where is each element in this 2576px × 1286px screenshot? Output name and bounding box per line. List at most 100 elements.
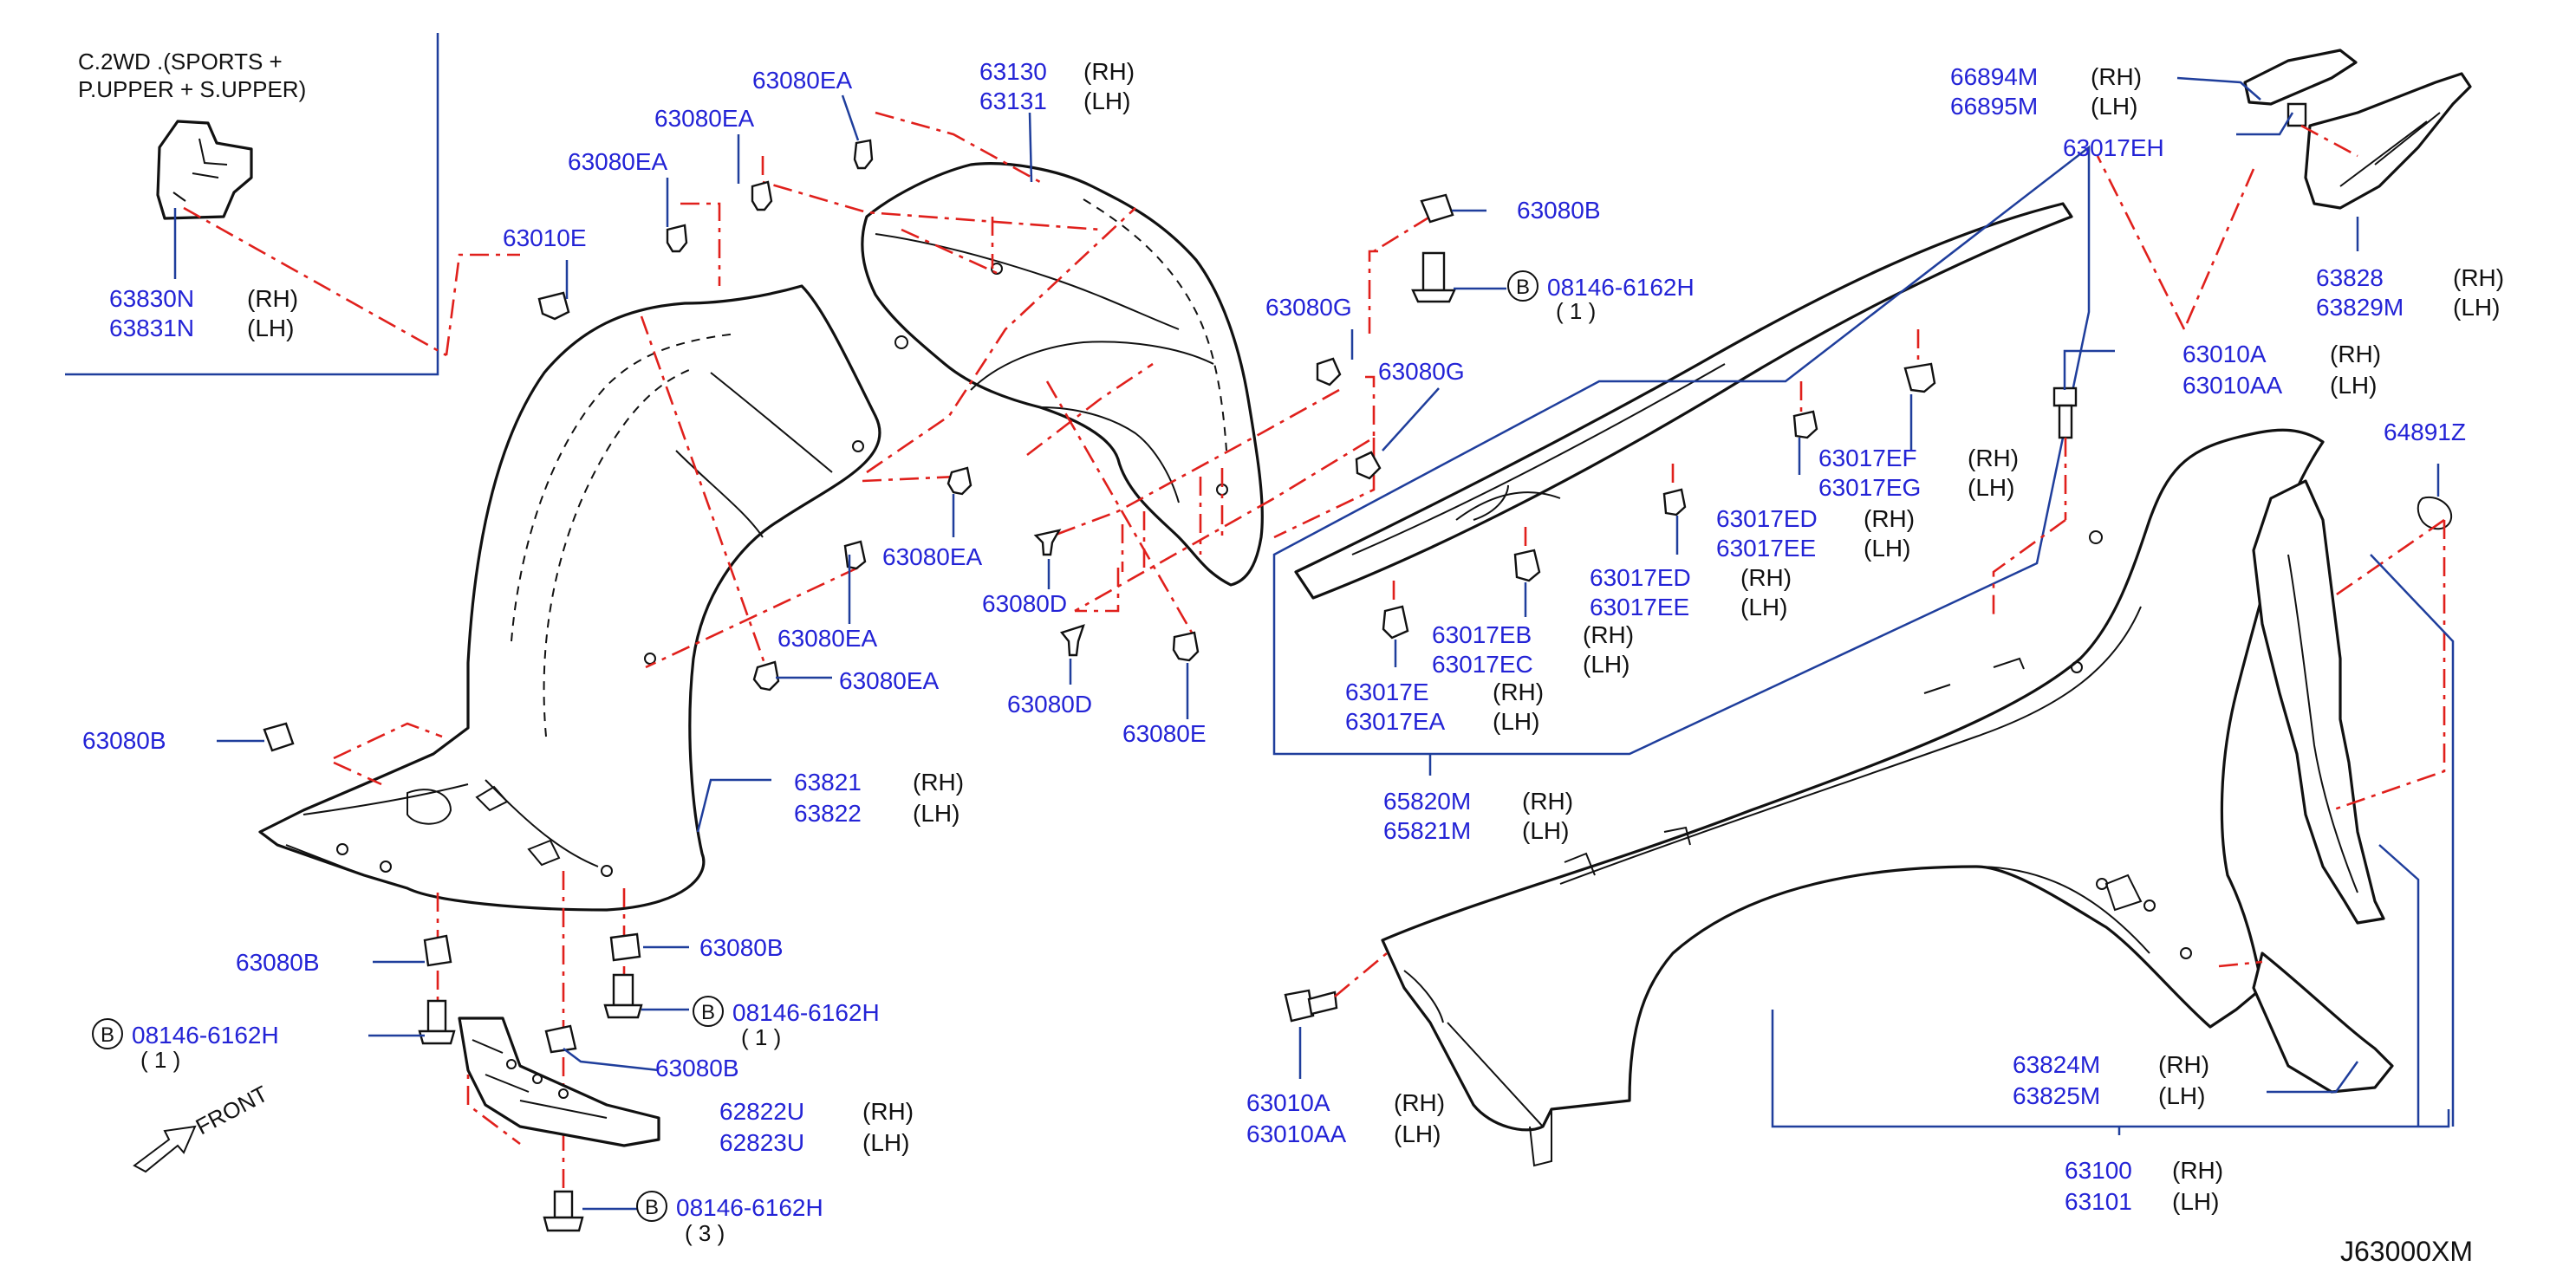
callout-63100[interactable]: 63100 63101 (RH) (LH) bbox=[2065, 1157, 2223, 1215]
part-number[interactable]: 63831N bbox=[109, 315, 194, 341]
callout-63010A-bottom[interactable]: 63010A 63010AA (RH) (LH) bbox=[1246, 1089, 1445, 1147]
part-number[interactable]: 62822U bbox=[719, 1098, 804, 1125]
leader-lines-right bbox=[217, 76, 2455, 1211]
side-label: (LH) bbox=[1493, 708, 1539, 735]
part-number[interactable]: 63080EA bbox=[654, 105, 755, 132]
callout-08146-top[interactable]: B 08146-6162H ( 1 ) bbox=[1507, 270, 1695, 324]
part-number[interactable]: 66894M bbox=[1950, 63, 2038, 90]
part-number[interactable]: 63010E bbox=[503, 224, 587, 251]
part-number[interactable]: 08146-6162H bbox=[1547, 274, 1695, 301]
callout-63824M[interactable]: 63824M 63825M (RH) (LH) bbox=[2013, 1051, 2209, 1109]
callout-08146-left[interactable]: B 08146-6162H ( 1 ) bbox=[92, 1018, 279, 1073]
callout-63130[interactable]: 63130 63131 (RH) (LH) bbox=[979, 58, 1135, 114]
part-number[interactable]: 63017ED bbox=[1590, 564, 1691, 591]
callout-08146-mid[interactable]: B 08146-6162H ( 1 ) bbox=[693, 996, 880, 1050]
nut-clip-icon bbox=[1420, 193, 1454, 224]
part-number[interactable]: 08146-6162H bbox=[132, 1022, 279, 1049]
variant-note: C.2WD .(SPORTS + P.UPPER + S.UPPER) bbox=[65, 33, 520, 376]
badge-letter: B bbox=[1516, 276, 1530, 299]
front-label: FRONT bbox=[192, 1081, 272, 1140]
quantity: ( 1 ) bbox=[1556, 298, 1596, 324]
callout-08146-bottom[interactable]: B 08146-6162H ( 3 ) bbox=[636, 1191, 823, 1246]
part-number[interactable]: 63824M bbox=[2013, 1051, 2100, 1078]
callout-63830N[interactable]: 63830N 63831N (RH) (LH) bbox=[109, 285, 298, 341]
side-label: (LH) bbox=[1522, 817, 1569, 844]
part-number[interactable]: 63080EA bbox=[777, 625, 878, 652]
part-number[interactable]: 65821M bbox=[1383, 817, 1471, 844]
part-number[interactable]: 08146-6162H bbox=[732, 999, 880, 1026]
callout-63017E[interactable]: 63017E 63017EA (RH) (LH) bbox=[1345, 679, 1544, 735]
part-number[interactable]: 63080G bbox=[1378, 358, 1465, 385]
part-number[interactable]: 65820M bbox=[1383, 788, 1471, 815]
part-number[interactable]: 63080D bbox=[1007, 691, 1092, 718]
grommet-icon bbox=[1355, 451, 1382, 480]
part-number[interactable]: 66895M bbox=[1950, 93, 2038, 120]
badge-b-icon bbox=[636, 1191, 667, 1222]
part-number[interactable]: 63131 bbox=[979, 88, 1047, 114]
side-label: (RH) bbox=[1394, 1089, 1445, 1116]
part-number[interactable]: 63080EA bbox=[568, 148, 668, 175]
badge-b-icon bbox=[92, 1018, 123, 1049]
callout-65820M[interactable]: 65820M 65821M (RH) (LH) bbox=[1383, 788, 1573, 844]
part-number[interactable]: 64891Z bbox=[2384, 419, 2466, 445]
bolt-icon bbox=[1411, 251, 1456, 303]
part-number[interactable]: 63010A bbox=[1246, 1089, 1330, 1116]
part-number[interactable]: 63017EF bbox=[1818, 445, 1917, 471]
part-number[interactable]: 63821 bbox=[794, 769, 862, 796]
part-number[interactable]: 63017E bbox=[1345, 679, 1429, 705]
part-number[interactable]: 63017EG bbox=[1818, 474, 1921, 501]
side-label: (RH) bbox=[1493, 679, 1544, 705]
part-number[interactable]: 08146-6162H bbox=[676, 1194, 823, 1221]
part-number[interactable]: 63017EH bbox=[2063, 134, 2164, 161]
part-number[interactable]: 63080B bbox=[236, 949, 320, 976]
side-label: (LH) bbox=[862, 1129, 909, 1156]
clip-63017ED-icon bbox=[1792, 410, 1818, 439]
callout-63017ED-b[interactable]: 63017ED 63017EE (RH) (LH) bbox=[1590, 564, 1792, 620]
part-number[interactable]: 63080B bbox=[699, 934, 784, 961]
clip-63017ED-icon bbox=[1662, 488, 1687, 516]
part-number[interactable]: 63080EA bbox=[839, 667, 940, 694]
part-number[interactable]: 63080B bbox=[655, 1055, 739, 1081]
callout-labels: 63830N 63831N (RH) (LH) 63010E 63080EA 6… bbox=[82, 58, 2504, 1267]
part-number[interactable]: 63080EA bbox=[882, 543, 983, 570]
part-number[interactable]: 63010A bbox=[2182, 341, 2267, 367]
part-number[interactable]: 63130 bbox=[979, 58, 1047, 85]
part-number[interactable]: 63101 bbox=[2065, 1188, 2132, 1215]
callout-63010A-top[interactable]: 63010A 63010AA (RH) (LH) bbox=[2182, 341, 2381, 399]
part-number[interactable]: 63100 bbox=[2065, 1157, 2132, 1184]
part-number[interactable]: 63080E bbox=[1122, 720, 1207, 747]
part-number[interactable]: 63825M bbox=[2013, 1082, 2100, 1109]
bracket-63830N-shape bbox=[156, 120, 253, 220]
part-number[interactable]: 63080B bbox=[82, 727, 166, 754]
part-number[interactable]: 63822 bbox=[794, 800, 862, 827]
callout-63017EB[interactable]: 63017EB 63017EC (RH) (LH) bbox=[1432, 621, 1634, 678]
fasteners-left bbox=[263, 139, 1456, 1232]
part-number[interactable]: 63017ED bbox=[1716, 505, 1818, 532]
clip-63017EF-icon bbox=[1903, 362, 1936, 393]
variant-note-line-1: C.2WD .(SPORTS + bbox=[78, 49, 283, 75]
part-number[interactable]: 63080B bbox=[1517, 197, 1601, 224]
callout-63828[interactable]: 63828 63829M (RH) (LH) bbox=[2316, 264, 2504, 321]
quantity: ( 1 ) bbox=[741, 1024, 781, 1050]
part-number[interactable]: 63829M bbox=[2316, 294, 2404, 321]
callout-63017ED-a[interactable]: 63017ED 63017EE (RH) (LH) bbox=[1716, 505, 1915, 562]
nut-clip-icon bbox=[263, 722, 295, 752]
callout-66894M[interactable]: 66894M 66895M (RH) (LH) bbox=[1950, 63, 2142, 120]
part-number[interactable]: 63828 bbox=[2316, 264, 2384, 291]
part-number[interactable]: 63080EA bbox=[752, 67, 853, 94]
part-number[interactable]: 63080G bbox=[1265, 294, 1352, 321]
callout-62822U[interactable]: 62822U 62823U (RH) (LH) bbox=[719, 1098, 914, 1156]
part-number[interactable]: 63017EA bbox=[1345, 708, 1446, 735]
part-number[interactable]: 63017EB bbox=[1432, 621, 1532, 648]
part-number[interactable]: 63010AA bbox=[2182, 372, 2283, 399]
callout-63821[interactable]: 63821 63822 (RH) (LH) bbox=[794, 769, 964, 827]
part-number[interactable]: 63080D bbox=[982, 590, 1067, 617]
part-number[interactable]: 62823U bbox=[719, 1129, 804, 1156]
part-number[interactable]: 63017EE bbox=[1716, 535, 1816, 562]
part-number[interactable]: 63830N bbox=[109, 285, 194, 312]
part-number[interactable]: 63010AA bbox=[1246, 1120, 1347, 1147]
callout-63017EF[interactable]: 63017EF 63017EG (RH) (LH) bbox=[1818, 445, 2019, 501]
part-number[interactable]: 63017EE bbox=[1590, 594, 1689, 620]
part-number[interactable]: 63017EC bbox=[1432, 651, 1533, 678]
